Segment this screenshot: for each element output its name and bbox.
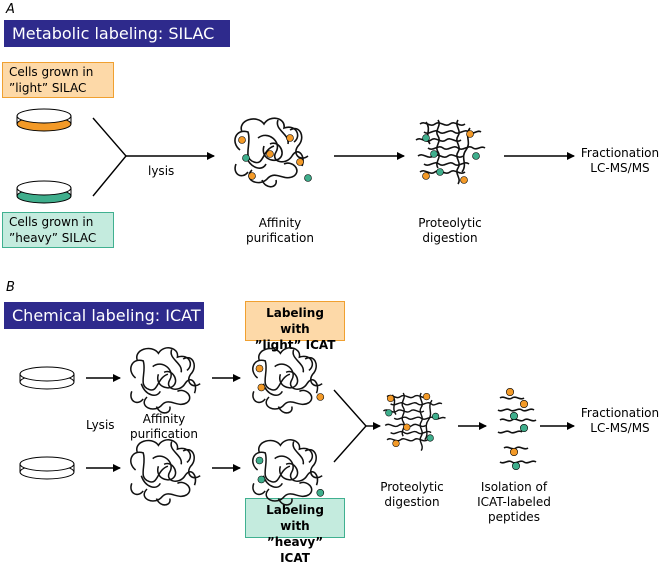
icat-lysis-label: Lysis bbox=[86, 418, 115, 432]
icat-isolation-line-2: ICAT-labeled bbox=[477, 495, 551, 509]
silac-heavy-dish bbox=[16, 180, 72, 204]
icat-proteolytic-line-2: digestion bbox=[384, 495, 440, 509]
icat-protein-top bbox=[130, 347, 201, 414]
silac-light-line-2: ”light” SILAC bbox=[9, 81, 87, 95]
panel-b-title: Chemical labeling: ICAT bbox=[4, 302, 204, 329]
icat-light-labeled-protein bbox=[252, 347, 325, 414]
silac-light-dish bbox=[16, 108, 72, 132]
icat-peptide-fragments bbox=[382, 392, 447, 452]
icat-dish-bottom bbox=[19, 456, 75, 480]
silac-heavy-line-2: ”heavy” SILAC bbox=[9, 231, 97, 245]
icat-isolation-line-1: Isolation of bbox=[480, 480, 548, 494]
silac-peptide-fragments bbox=[415, 119, 486, 185]
icat-protein-bottom bbox=[130, 439, 201, 506]
icat-isolation-line-3: peptides bbox=[488, 510, 540, 524]
silac-affinity-line-2: purification bbox=[246, 231, 314, 245]
panel-a-letter: A bbox=[6, 2, 15, 17]
silac-lysis-label: lysis bbox=[148, 164, 175, 178]
panel-b-letter: B bbox=[6, 280, 15, 295]
silac-affinity-line-1: Affinity bbox=[258, 216, 302, 230]
icat-heavy-line-1: Labeling with bbox=[266, 503, 324, 533]
silac-fractionation-line-1: Fractionation bbox=[580, 146, 660, 160]
icat-proteolytic-label: Proteolytic digestion bbox=[372, 480, 452, 510]
icat-fractionation-label: Fractionation LC-MS/MS bbox=[580, 406, 660, 436]
icat-dish-top bbox=[19, 366, 75, 390]
silac-heavy-box: Cells grown in ”heavy” SILAC bbox=[2, 212, 114, 248]
silac-protein-tangle bbox=[234, 117, 312, 188]
silac-fractionation-label: Fractionation LC-MS/MS bbox=[580, 146, 660, 176]
icat-affinity-line-1: Affinity bbox=[142, 412, 186, 426]
silac-proteolytic-label: Proteolytic digestion bbox=[410, 216, 490, 246]
silac-light-box: Cells grown in ”light” SILAC bbox=[2, 62, 114, 98]
icat-merge-lines bbox=[333, 389, 367, 463]
silac-affinity-label: Affinity purification bbox=[240, 216, 320, 246]
icat-isolated-peptides bbox=[497, 387, 537, 470]
icat-light-line-1: Labeling with bbox=[266, 306, 324, 336]
silac-heavy-line-1: Cells grown in bbox=[9, 215, 94, 229]
icat-isolation-label: Isolation of ICAT-labeled peptides bbox=[468, 480, 560, 525]
silac-fractionation-line-2: LC-MS/MS bbox=[590, 161, 650, 175]
silac-light-line-1: Cells grown in bbox=[9, 65, 94, 79]
diagram-graphics bbox=[16, 108, 575, 506]
panel-a-title: Metabolic labeling: SILAC bbox=[4, 20, 230, 47]
silac-proteolytic-line-2: digestion bbox=[422, 231, 478, 245]
icat-heavy-labeled-protein bbox=[252, 439, 325, 506]
icat-affinity-line-2: purification bbox=[130, 427, 198, 441]
silac-merge-lines bbox=[92, 117, 127, 197]
icat-proteolytic-line-1: Proteolytic bbox=[380, 480, 444, 494]
icat-fractionation-line-1: Fractionation bbox=[580, 406, 660, 420]
silac-proteolytic-line-1: Proteolytic bbox=[418, 216, 482, 230]
icat-affinity-label: Affinity purification bbox=[124, 412, 204, 442]
icat-fractionation-line-2: LC-MS/MS bbox=[590, 421, 650, 435]
